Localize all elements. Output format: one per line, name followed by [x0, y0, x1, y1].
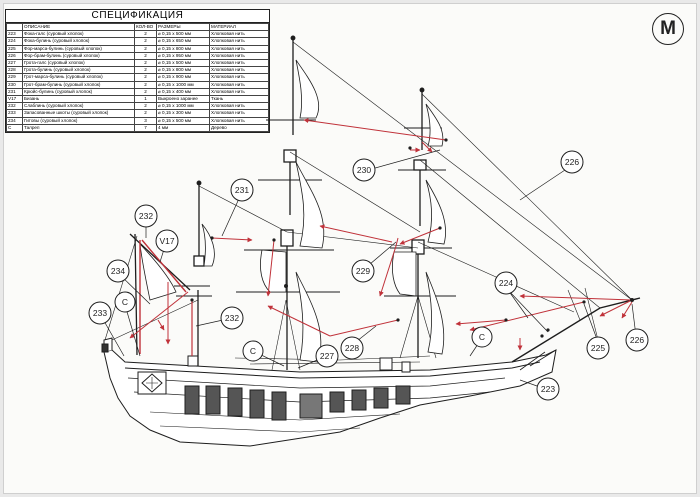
fore-mast	[417, 92, 423, 358]
sheet-letter-badge: M	[652, 13, 684, 45]
callout-231: 231	[230, 178, 254, 202]
svg-text:C: C	[250, 346, 256, 356]
spec-cell: Дерево	[209, 123, 269, 133]
svg-text:224: 224	[499, 278, 513, 288]
callout-226-top: 226	[560, 150, 584, 174]
spec-cell: Хлопковая нить	[209, 116, 269, 125]
svg-text:228: 228	[345, 343, 359, 353]
callout-233: 233	[88, 301, 112, 325]
callout-c-bow: C	[114, 291, 136, 313]
spec-title: СПЕЦИФИКАЦИЯ	[6, 10, 269, 23]
callout-234: 234	[106, 259, 130, 283]
callout-232-top: 232	[134, 204, 158, 228]
svg-text:231: 231	[235, 185, 249, 195]
callout-230: 230	[352, 158, 376, 182]
spec-cell: Хлопковая нить	[209, 37, 269, 46]
masts	[129, 35, 456, 370]
callout-226-bottom: 226	[625, 328, 649, 352]
spec-cell: Хлопковая нить	[209, 73, 269, 82]
svg-text:234: 234	[111, 266, 125, 276]
callout-229: 229	[351, 259, 375, 283]
spec-cell: Хлопковая нить	[209, 51, 269, 61]
spec-header-cell: МАТЕРИАЛ	[209, 22, 269, 32]
svg-text:V17: V17	[159, 236, 174, 246]
svg-text:229: 229	[356, 266, 370, 276]
callout-v17: V17	[155, 229, 179, 253]
svg-text:C: C	[479, 332, 485, 342]
callout-227: 227	[315, 344, 339, 368]
callout-228: 228	[340, 336, 364, 360]
spec-cell: Хлопковая нить	[209, 87, 269, 97]
svg-text:232: 232	[139, 211, 153, 221]
svg-text:C: C	[122, 297, 128, 307]
spec-cell: Хлопковая нить	[209, 109, 269, 118]
spec-cell: Хлопковая нить	[209, 44, 269, 53]
callout-c-mid: C	[242, 340, 264, 362]
ship-hull	[101, 297, 641, 447]
svg-text:225: 225	[591, 343, 605, 353]
callout-232-lower: 232	[220, 306, 244, 330]
spec-cell: Хлопковая нить	[209, 102, 269, 111]
svg-text:227: 227	[320, 351, 334, 361]
blocks	[190, 138, 634, 338]
callout-223: 223	[536, 377, 560, 401]
svg-text:232: 232	[225, 313, 239, 323]
svg-text:230: 230	[357, 165, 371, 175]
svg-text:226: 226	[565, 157, 579, 167]
svg-text:226: 226	[630, 335, 644, 345]
callout-c-fore: C	[471, 326, 493, 348]
spec-cell: Хлопковая нить	[209, 59, 269, 68]
callout-224: 224	[494, 271, 518, 295]
spec-cell: Хлопковая нить	[209, 30, 269, 39]
mizzen-mast	[197, 185, 200, 366]
spec-cell: Хлопковая нить	[209, 80, 269, 89]
svg-text:233: 233	[93, 308, 107, 318]
svg-text:223: 223	[541, 384, 555, 394]
spec-cell: Хлопковая нить	[209, 66, 269, 75]
callout-225: 225	[586, 336, 610, 360]
standing-rigging	[104, 41, 633, 371]
